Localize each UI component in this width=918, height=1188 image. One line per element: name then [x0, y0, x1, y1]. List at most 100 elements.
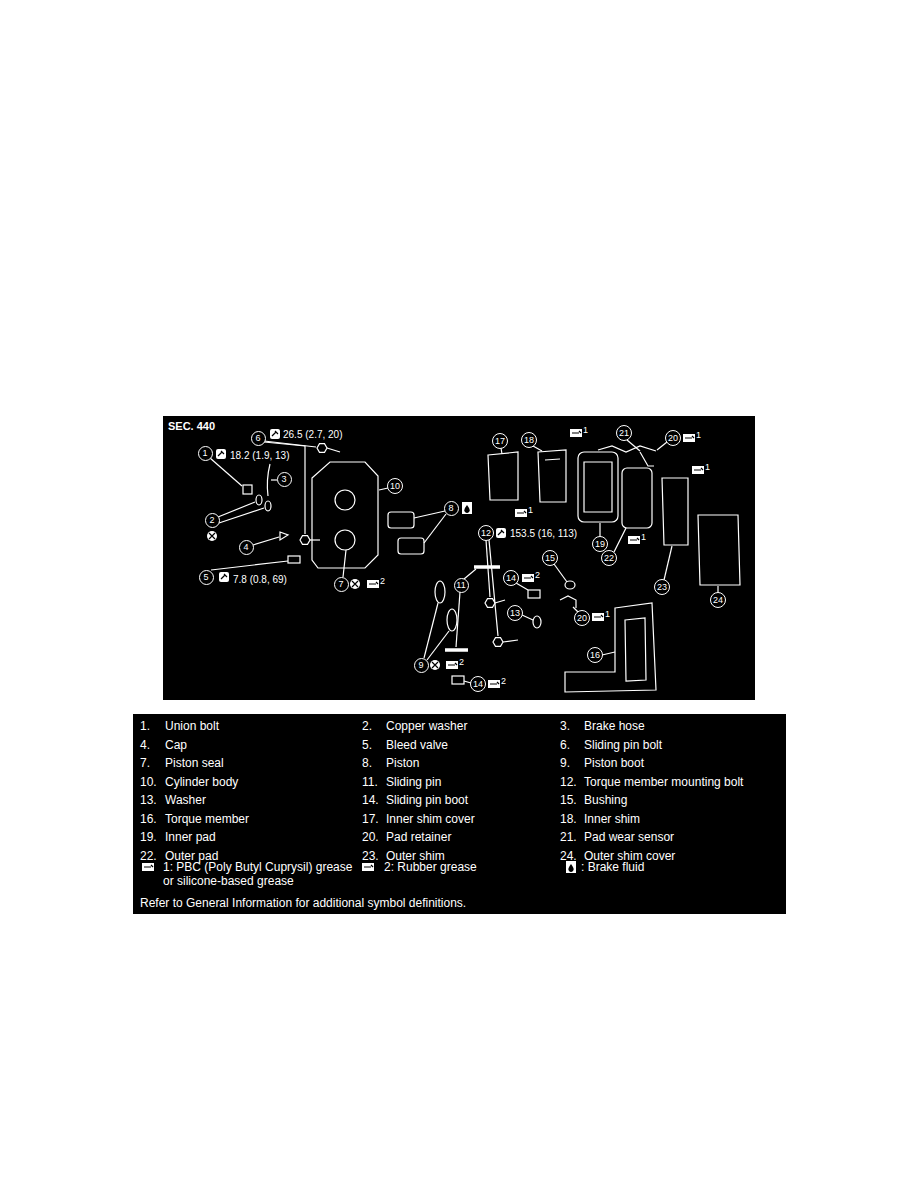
leader-line [414, 511, 445, 518]
callout-circle: 1 [198, 446, 213, 461]
callout-number: 8 [448, 504, 453, 513]
torque-symbol-mark [498, 530, 504, 535]
piston-boot [447, 609, 457, 631]
callout-circle: 12 [478, 525, 494, 541]
grease-symbol-mark [694, 468, 703, 470]
grease-number: 2 [501, 676, 506, 686]
callout-number: 22 [604, 554, 614, 563]
legend-grease-mark [364, 865, 373, 867]
callout-circle: 14 [503, 570, 519, 586]
callout-circle: 22 [601, 550, 617, 566]
washer [533, 616, 541, 628]
cap [280, 532, 288, 540]
leader-line [424, 603, 438, 658]
outer-shim-cover [698, 515, 740, 585]
callout-circle: 10 [387, 478, 403, 494]
leader-line [464, 569, 476, 579]
callout-number: 11 [456, 581, 465, 590]
callout-circle: 24 [710, 592, 726, 608]
table-cell: 10. [140, 776, 157, 790]
grease-symbol-mark [630, 538, 639, 540]
table-cell: 3. [560, 720, 570, 734]
leader-line [657, 442, 667, 450]
grease-number: 1 [705, 462, 710, 472]
table-cell: Bleed valve [386, 739, 448, 753]
table-cell: 5. [362, 739, 372, 753]
table-cell: Piston boot [584, 757, 644, 771]
callout-circle: 2 [205, 513, 220, 528]
table-cell: 11. [362, 776, 378, 790]
no-reuse-mark [352, 581, 358, 587]
table-cell: Union bolt [165, 720, 219, 734]
table-cell: Piston [386, 757, 419, 771]
pad-lining [584, 462, 612, 512]
table-cell: Cap [165, 739, 187, 753]
leader-line [602, 652, 615, 655]
table-cell: 15. [560, 794, 577, 808]
torque-member [565, 603, 656, 692]
callout-circle: 16 [587, 647, 603, 663]
leader-line [264, 441, 316, 447]
callout-number: 18 [524, 436, 534, 445]
leader-line [271, 479, 277, 480]
table-cell: 21. [560, 831, 577, 845]
cylinder-body [312, 462, 378, 568]
callout-number: 19 [595, 540, 605, 549]
legend-text: : Brake fluid [581, 861, 761, 875]
callout-number: 10 [390, 482, 400, 491]
no-reuse-symbol [430, 660, 440, 670]
table-cell: 9. [560, 757, 570, 771]
torque-member-slot [625, 618, 646, 681]
table-cell: 17. [362, 813, 379, 827]
table-cell: 6. [560, 739, 570, 753]
torque-symbol [496, 528, 506, 538]
grease-number: 1 [641, 532, 646, 542]
union-bolt [243, 485, 252, 494]
no-reuse-mark [209, 533, 215, 539]
sliding-pin [474, 565, 500, 569]
leader-line [627, 440, 640, 451]
leader-line [210, 458, 242, 486]
callout-circle: 5 [199, 570, 214, 585]
torque-symbol-mark [221, 574, 227, 579]
no-reuse-symbol [207, 531, 217, 541]
leader-line [379, 488, 388, 490]
bushing [565, 581, 575, 589]
table-cell: Sliding pin [386, 776, 441, 790]
bolt-shaft [310, 539, 320, 540]
grease-symbol [683, 434, 695, 442]
grease-symbol-mark [517, 511, 526, 513]
mounting-bolt [493, 638, 503, 647]
table-cell: 2. [362, 720, 372, 734]
leader-line [218, 502, 255, 517]
sliding-pin-boot [452, 676, 464, 684]
table-cell: 24. [560, 850, 577, 864]
leader-line [599, 523, 600, 537]
legend-grease-symbol [362, 863, 374, 871]
grease-symbol [367, 580, 379, 588]
grease-symbol [570, 429, 582, 437]
callout-number: 14 [506, 574, 516, 583]
table-cell: 1. [140, 720, 150, 734]
outer-pad [622, 468, 652, 528]
table-cell: 12. [560, 776, 577, 790]
grease-symbol [515, 509, 527, 517]
section-number: SEC. 440 [168, 420, 215, 432]
sliding-pin [445, 648, 468, 652]
grease-symbol [592, 613, 604, 621]
table-cell: Cylinder body [165, 776, 238, 790]
callout-number: 6 [255, 434, 260, 443]
pad-wear-sensor [640, 452, 654, 466]
grease-symbol-mark [448, 663, 457, 665]
sliding-pin-bolt [300, 536, 310, 545]
table-cell: 23. [362, 850, 379, 864]
leader-line [573, 607, 578, 612]
callout-number: 14 [473, 680, 483, 689]
inner-pad [578, 452, 618, 522]
note: Refer to General Information for additio… [140, 897, 466, 911]
mounting-bolt [485, 599, 495, 608]
legend-grease-symbol [142, 863, 154, 871]
callout-number: 3 [281, 475, 286, 484]
bolt-shaft [495, 600, 505, 603]
table-cell: Brake hose [584, 720, 645, 734]
